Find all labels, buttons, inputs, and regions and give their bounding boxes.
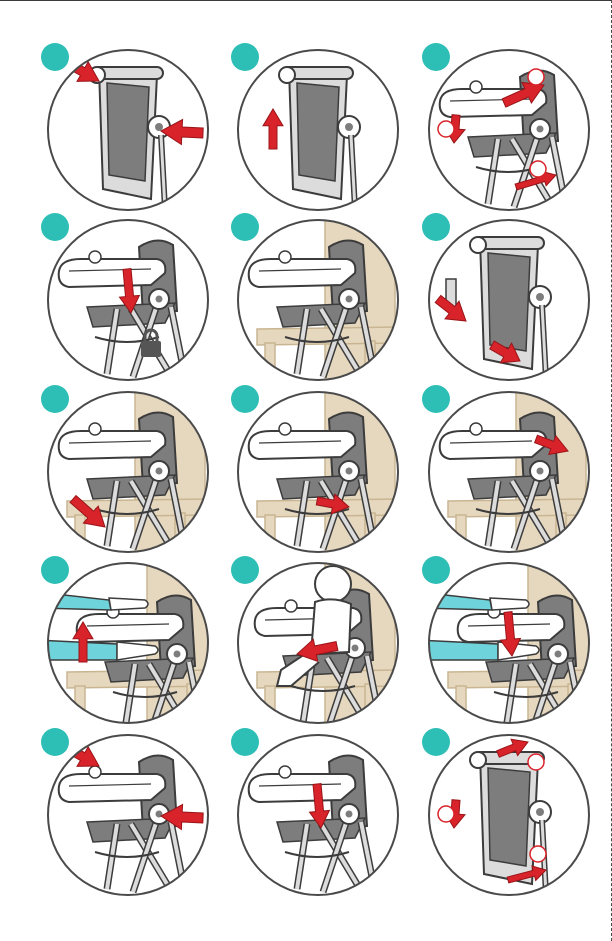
step-number-badge <box>41 43 69 71</box>
step-marker <box>438 806 454 822</box>
hinge-center <box>156 468 163 475</box>
tray <box>249 431 356 459</box>
step-illustration <box>47 562 209 724</box>
step-panel <box>47 49 209 211</box>
step-number-badge <box>231 43 259 71</box>
tray <box>59 774 166 802</box>
step-marker <box>438 121 454 137</box>
child-head <box>315 566 351 602</box>
tray-toy <box>470 423 482 435</box>
tray-toy <box>279 423 291 435</box>
hinge-center <box>536 808 544 816</box>
tray-toy <box>89 423 101 435</box>
step-panel <box>47 734 209 896</box>
step-number-badge <box>41 385 69 413</box>
tray <box>59 431 166 459</box>
step-illustration <box>237 562 399 724</box>
lock-icon <box>141 341 161 357</box>
tray-toy <box>279 766 291 778</box>
step-number-badge <box>41 556 69 584</box>
tray-toy <box>470 81 482 93</box>
hinge-center <box>346 468 353 475</box>
tray-toy <box>89 251 101 263</box>
step-illustration <box>47 49 209 211</box>
step-illustration <box>237 391 399 553</box>
step-number-badge <box>422 556 450 584</box>
step-panel <box>47 391 209 553</box>
step-panel <box>237 219 399 381</box>
hinge <box>470 752 486 768</box>
step-number-badge <box>231 385 259 413</box>
step-panel <box>428 219 590 381</box>
hinge <box>279 67 295 83</box>
step-marker <box>528 69 544 85</box>
seat-pad <box>297 83 339 181</box>
step-illustration <box>428 49 590 211</box>
hinge-center <box>537 468 544 475</box>
hinge-center <box>174 651 181 658</box>
step-illustration <box>237 49 399 211</box>
step-number-badge <box>422 43 450 71</box>
step-number-badge <box>41 728 69 756</box>
step-marker <box>530 161 546 177</box>
tray <box>59 259 166 287</box>
step-illustration <box>237 219 399 381</box>
step-panel <box>47 562 209 724</box>
hand <box>109 598 148 610</box>
hinge-center <box>346 811 353 818</box>
tray-toy <box>285 600 297 612</box>
step-number-badge <box>231 556 259 584</box>
step-marker <box>528 754 544 770</box>
step-number-badge <box>422 385 450 413</box>
tray <box>249 774 356 802</box>
hinge-center <box>156 296 163 303</box>
tray <box>249 259 356 287</box>
hinge-center <box>346 296 353 303</box>
tray-toy <box>279 251 291 263</box>
step-illustration <box>428 219 590 381</box>
step-panel <box>428 391 590 553</box>
hinge-center <box>345 123 353 131</box>
step-panel <box>428 734 590 896</box>
step-panel <box>237 391 399 553</box>
hinge-center <box>555 651 562 658</box>
step-number-badge <box>231 213 259 241</box>
seat-pad <box>488 253 530 351</box>
step-illustration <box>47 734 209 896</box>
seat-pad <box>107 83 149 181</box>
hand <box>490 598 529 610</box>
tray <box>440 431 547 459</box>
seat-pad <box>488 768 530 866</box>
step-number-badge <box>231 728 259 756</box>
step-panel <box>237 49 399 211</box>
hinge-center <box>537 126 544 133</box>
step-illustration <box>47 219 209 381</box>
step-illustration <box>428 391 590 553</box>
step-panel <box>237 562 399 724</box>
step-illustration <box>47 391 209 553</box>
step-number-badge <box>41 213 69 241</box>
hinge-center <box>352 645 359 652</box>
hinge-center <box>536 293 544 301</box>
step-panel <box>428 562 590 724</box>
step-panel <box>237 734 399 896</box>
hinge-center <box>155 123 163 131</box>
step-illustration <box>428 734 590 896</box>
tray-toy <box>89 766 101 778</box>
step-marker <box>530 846 546 862</box>
step-number-badge <box>422 213 450 241</box>
step-illustration <box>428 562 590 724</box>
step-panel <box>47 219 209 381</box>
step-number-badge <box>422 728 450 756</box>
step-panel <box>428 49 590 211</box>
hinge <box>470 237 486 253</box>
step-illustration <box>237 734 399 896</box>
